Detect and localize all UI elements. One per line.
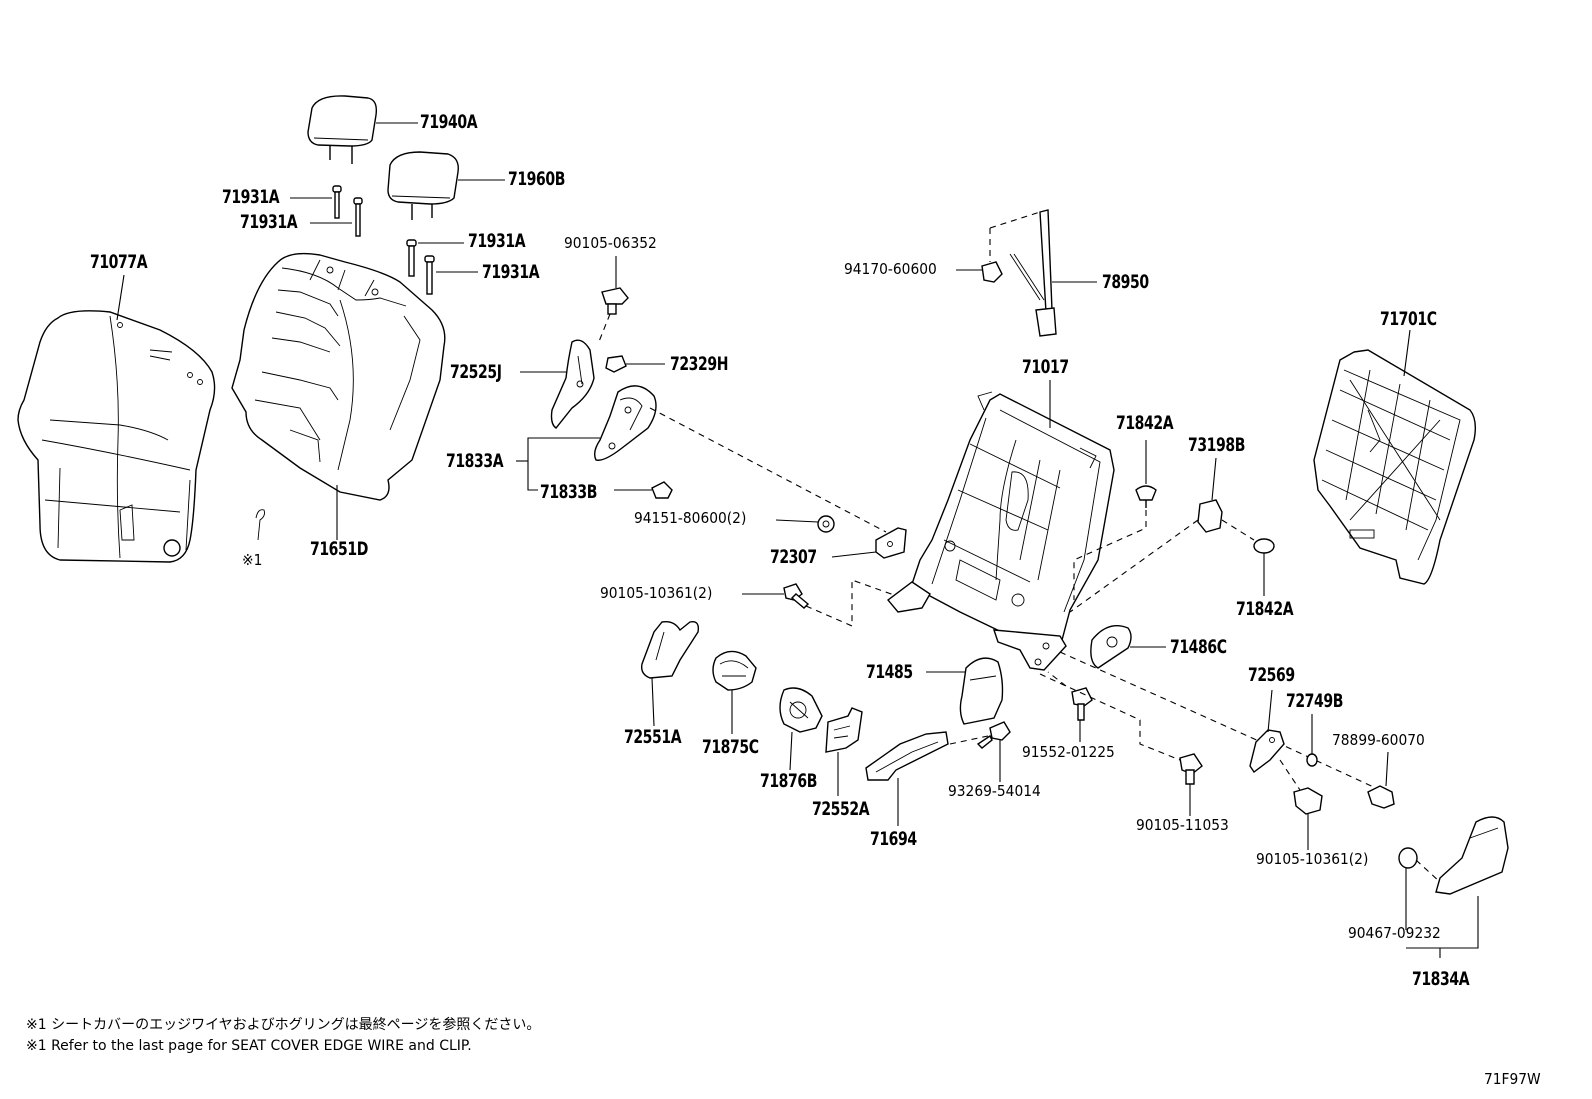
nut-72749B — [1306, 714, 1318, 767]
seatback-cover-71077A — [17, 274, 216, 563]
bolt-90105-11053 — [1179, 753, 1203, 816]
cover-71694 — [865, 731, 949, 826]
label-90105-10361-left: 90105-10361(2) — [600, 584, 713, 602]
label-71842A-2: 71842A — [1236, 598, 1294, 620]
label-78950: 78950 — [1102, 271, 1149, 293]
bracket-72307 — [831, 527, 907, 559]
nut-94151-80600 — [775, 515, 835, 533]
nut-90467-09232 — [1398, 847, 1441, 930]
bolt-91552-01225 — [1047, 671, 1093, 742]
cover-72525J — [520, 339, 595, 429]
block-73198B — [1069, 457, 1255, 613]
label-93269-54014: 93269-54014 — [948, 782, 1041, 800]
bracket-72569 — [1249, 689, 1285, 774]
label-73198B: 73198B — [1188, 434, 1245, 456]
label-72551A: 72551A — [624, 726, 682, 748]
label-71485: 71485 — [866, 661, 913, 683]
bracket-72552A — [825, 707, 863, 796]
label-71931A-1: 71931A — [222, 186, 280, 208]
clip-72329H — [605, 355, 665, 373]
label-90105-06352: 90105-06352 — [564, 234, 657, 252]
seatback-pad-71651D — [231, 252, 446, 540]
cover-71875C — [712, 650, 757, 734]
label-90105-10361-right: 90105-10361(2) — [1256, 850, 1369, 868]
label-71842A-1: 71842A — [1116, 412, 1174, 434]
label-90467-09232: 90467-09232 — [1348, 924, 1441, 942]
label-71931A-4: 71931A — [482, 261, 540, 283]
label-94170-60600: 94170-60600 — [844, 260, 937, 278]
bolt-90105-10361-right — [1293, 787, 1323, 850]
label-ref1: ※1 — [242, 551, 263, 569]
label-72307: 72307 — [770, 546, 817, 568]
label-90105-11053: 90105-11053 — [1136, 816, 1229, 834]
label-71077A: 71077A — [90, 251, 148, 273]
dashed-connections-right — [1039, 651, 1381, 791]
label-71931A-2: 71931A — [240, 211, 298, 233]
label-71701C: 71701C — [1380, 308, 1437, 330]
label-72329H: 72329H — [670, 353, 729, 375]
label-91552-01225: 91552-01225 — [1022, 743, 1115, 761]
belt-78950 — [989, 209, 1097, 337]
figure-id: 71F97W — [1484, 1070, 1541, 1088]
label-94151-80600: 94151-80600(2) — [634, 509, 747, 527]
back-board-71701C — [1313, 329, 1477, 585]
label-72552A: 72552A — [812, 798, 870, 820]
bolt-78899-60070 — [1367, 751, 1395, 809]
clip-ref1 — [255, 509, 265, 541]
cover-71876B — [779, 687, 823, 771]
cover-72551A — [640, 620, 700, 727]
label-71651D: 71651D — [310, 538, 368, 560]
bolt-90105-06352 — [597, 256, 629, 345]
headrest-71940A — [307, 95, 418, 164]
label-71833B: 71833B — [540, 481, 597, 503]
note-japanese: ※1 シートカバーのエッジワイヤおよびホグリングは最終ページを参照ください。 — [26, 1017, 541, 1033]
headrest-71960B — [387, 151, 505, 220]
cover-71834A — [1406, 816, 1509, 958]
label-72569: 72569 — [1248, 664, 1295, 686]
bracket-leader-71833 — [516, 437, 600, 491]
label-71940A: 71940A — [420, 111, 478, 133]
label-71833A: 71833A — [446, 450, 504, 472]
screw-93269-54014 — [949, 721, 1011, 782]
clip-71842A-lower — [1253, 538, 1275, 596]
fastener-71833B — [614, 481, 673, 499]
label-71694: 71694 — [870, 828, 917, 850]
label-71876B: 71876B — [760, 770, 817, 792]
label-71931A-3: 71931A — [468, 230, 526, 252]
label-71960B: 71960B — [508, 168, 565, 190]
label-78899-60070: 78899-60070 — [1332, 731, 1425, 749]
label-72525J: 72525J — [450, 361, 502, 383]
label-71486C: 71486C — [1170, 636, 1227, 658]
label-71834A: 71834A — [1412, 968, 1470, 990]
nut-94170-60600 — [956, 261, 1003, 283]
label-71017: 71017 — [1022, 356, 1069, 378]
cover-71833A — [593, 385, 887, 533]
cover-71486C — [1090, 625, 1166, 669]
bolt-90105-10361-left — [742, 579, 909, 627]
seat-frame-71017 — [886, 380, 1115, 671]
label-72749B: 72749B — [1286, 690, 1343, 712]
headrest-guides — [290, 185, 478, 295]
note-english: ※1 Refer to the last page for SEAT COVER… — [26, 1038, 472, 1054]
cover-71485 — [926, 657, 1004, 725]
clip-71842A-upper — [1073, 440, 1157, 600]
label-71875C: 71875C — [702, 736, 759, 758]
